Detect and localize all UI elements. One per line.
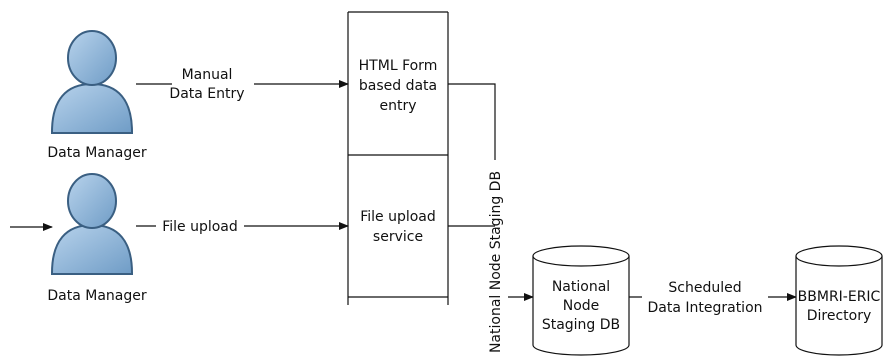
data-manager-top-label: Data Manager bbox=[47, 145, 146, 161]
directory-db-line1: BBMRI-ERIC bbox=[798, 289, 881, 305]
vertical-staging-label: National Node Staging DB bbox=[488, 171, 504, 353]
file-upload-service-line2: service bbox=[373, 229, 423, 245]
data-manager-bottom-label: Data Manager bbox=[47, 288, 146, 304]
directory-db-cylinder bbox=[795, 245, 883, 356]
html-form-connector bbox=[448, 83, 496, 160]
staging-db-line2: Node bbox=[563, 298, 600, 314]
file-upload-service-line1: File upload bbox=[360, 209, 436, 225]
data-manager-top-icon bbox=[51, 30, 133, 134]
manual-entry-label-line2: Data Entry bbox=[169, 86, 244, 102]
html-form-service-line3: entry bbox=[379, 98, 416, 114]
scheduled-integration-line2: Data Integration bbox=[647, 300, 762, 316]
staging-db-line3: Staging DB bbox=[542, 317, 620, 333]
html-form-service-line2: based data bbox=[359, 78, 437, 94]
staging-db-line1: National bbox=[552, 279, 610, 295]
scheduled-integration-line1: Scheduled bbox=[668, 280, 741, 296]
html-form-service-line1: HTML Form bbox=[359, 58, 438, 74]
directory-db-line2: Directory bbox=[807, 308, 872, 324]
file-upload-label: File upload bbox=[162, 219, 238, 235]
manual-entry-label-line1: Manual bbox=[182, 67, 233, 83]
data-manager-bottom-icon bbox=[51, 173, 133, 275]
services-column bbox=[347, 11, 449, 305]
staging-db-cylinder bbox=[532, 245, 630, 356]
